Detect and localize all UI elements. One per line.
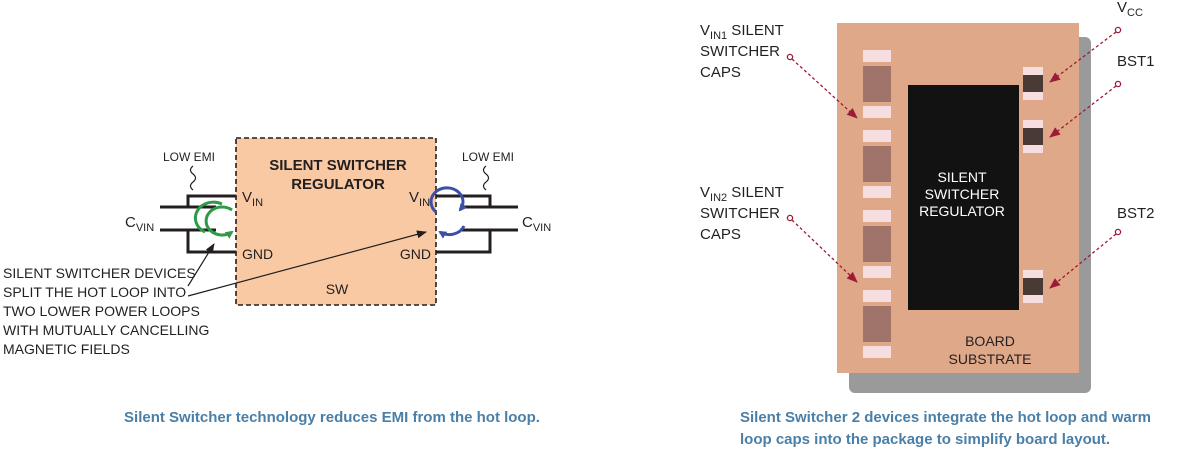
vin1-cap-body	[863, 66, 891, 102]
right-caption-line2: loop caps into the package to simplify b…	[740, 431, 1110, 448]
low-emi-left-squiggle	[189, 165, 197, 191]
svg-text:SPLIT THE HOT LOOP INTO: SPLIT THE HOT LOOP INTO	[3, 284, 186, 300]
vin2b-cap-pad-bottom	[863, 346, 891, 358]
vin2b-cap-body	[863, 306, 891, 342]
vin-left-label: VIN	[242, 189, 263, 209]
vin1-label-line3: CAPS	[700, 64, 741, 81]
vin2-cap-pad-bottom	[863, 266, 891, 278]
gnd-right-label: GND	[400, 246, 431, 262]
vin2-cap-body	[863, 226, 891, 262]
bst2-label: BST2	[1117, 205, 1155, 222]
bst2-cap	[1023, 270, 1043, 303]
left-cvin-circuit	[160, 194, 236, 254]
regulator-chip	[908, 85, 1019, 310]
vin1b-cap-body	[863, 146, 891, 182]
vin1-cap-pad-bottom	[863, 106, 891, 118]
svg-text:TWO LOWER POWER LOOPS: TWO LOWER POWER LOOPS	[3, 303, 200, 319]
regulator-box	[235, 137, 437, 306]
low-emi-left-label: LOW EMI	[163, 150, 215, 164]
vin2b-cap-pad-top	[863, 290, 891, 302]
regulator-title-line1: SILENT SWITCHER	[269, 157, 407, 174]
cvin-right-label: CVIN	[522, 214, 551, 234]
left-caption: Silent Switcher technology reduces EMI f…	[124, 409, 540, 426]
vin-right-label: VIN	[409, 189, 430, 209]
leader-arrows	[786, 26, 1122, 289]
board-label-line2: SUBSTRATE	[949, 351, 1032, 367]
vin1-label-line1: VIN1 SILENT	[700, 22, 784, 42]
note-text: SILENT SWITCHER DEVICES SPLIT THE HOT LO…	[3, 265, 209, 357]
low-emi-right-squiggle	[482, 165, 490, 191]
vin2-cap-pad-top	[863, 210, 891, 222]
bst1-label: BST1	[1117, 53, 1155, 70]
low-emi-right-label: LOW EMI	[462, 150, 514, 164]
svg-text:SILENT: SILENT	[937, 169, 986, 185]
board-label-line1: BOARD	[965, 333, 1015, 349]
vcc-label: VCC	[1117, 0, 1143, 19]
regulator-title-line2: REGULATOR	[291, 176, 385, 193]
chip-label: SILENT SWITCHER REGULATOR	[919, 169, 1005, 219]
vin-cap-column	[863, 50, 891, 358]
vin1-label-line2: SWITCHER	[700, 43, 780, 60]
package-diagram: SILENT SWITCHER REGULATOR BOARD SUBSTRAT…	[700, 0, 1155, 448]
svg-text:SWITCHER: SWITCHER	[925, 186, 1000, 202]
right-cvin-circuit	[436, 194, 518, 254]
hot-loop-diagram: SILENT SWITCHER REGULATOR VIN	[3, 137, 551, 426]
svg-text:REGULATOR: REGULATOR	[919, 203, 1005, 219]
note-arrow-left	[187, 243, 215, 287]
bst1-cap	[1023, 120, 1043, 153]
vin2-label-line3: CAPS	[700, 226, 741, 243]
vin2-label-line2: SWITCHER	[700, 205, 780, 222]
right-caption-line1: Silent Switcher 2 devices integrate the …	[740, 409, 1151, 426]
vin1b-cap-pad-bottom	[863, 186, 891, 198]
svg-text:WITH MUTUALLY CANCELLING: WITH MUTUALLY CANCELLING	[3, 322, 209, 338]
cvin-left-label: CVIN	[125, 214, 154, 234]
gnd-left-label: GND	[242, 246, 273, 262]
vin1b-cap-pad-top	[863, 130, 891, 142]
vcc-cap	[1023, 67, 1043, 100]
loop-left-icon	[193, 200, 234, 239]
sw-label: SW	[326, 281, 349, 297]
vin2-label-line1: VIN2 SILENT	[700, 184, 784, 204]
vin1-cap-pad-top	[863, 50, 891, 62]
svg-text:MAGNETIC FIELDS: MAGNETIC FIELDS	[3, 341, 130, 357]
note-arrow-right	[187, 230, 427, 297]
loop-right-icon	[429, 186, 467, 239]
svg-text:SILENT SWITCHER DEVICES: SILENT SWITCHER DEVICES	[3, 265, 196, 281]
